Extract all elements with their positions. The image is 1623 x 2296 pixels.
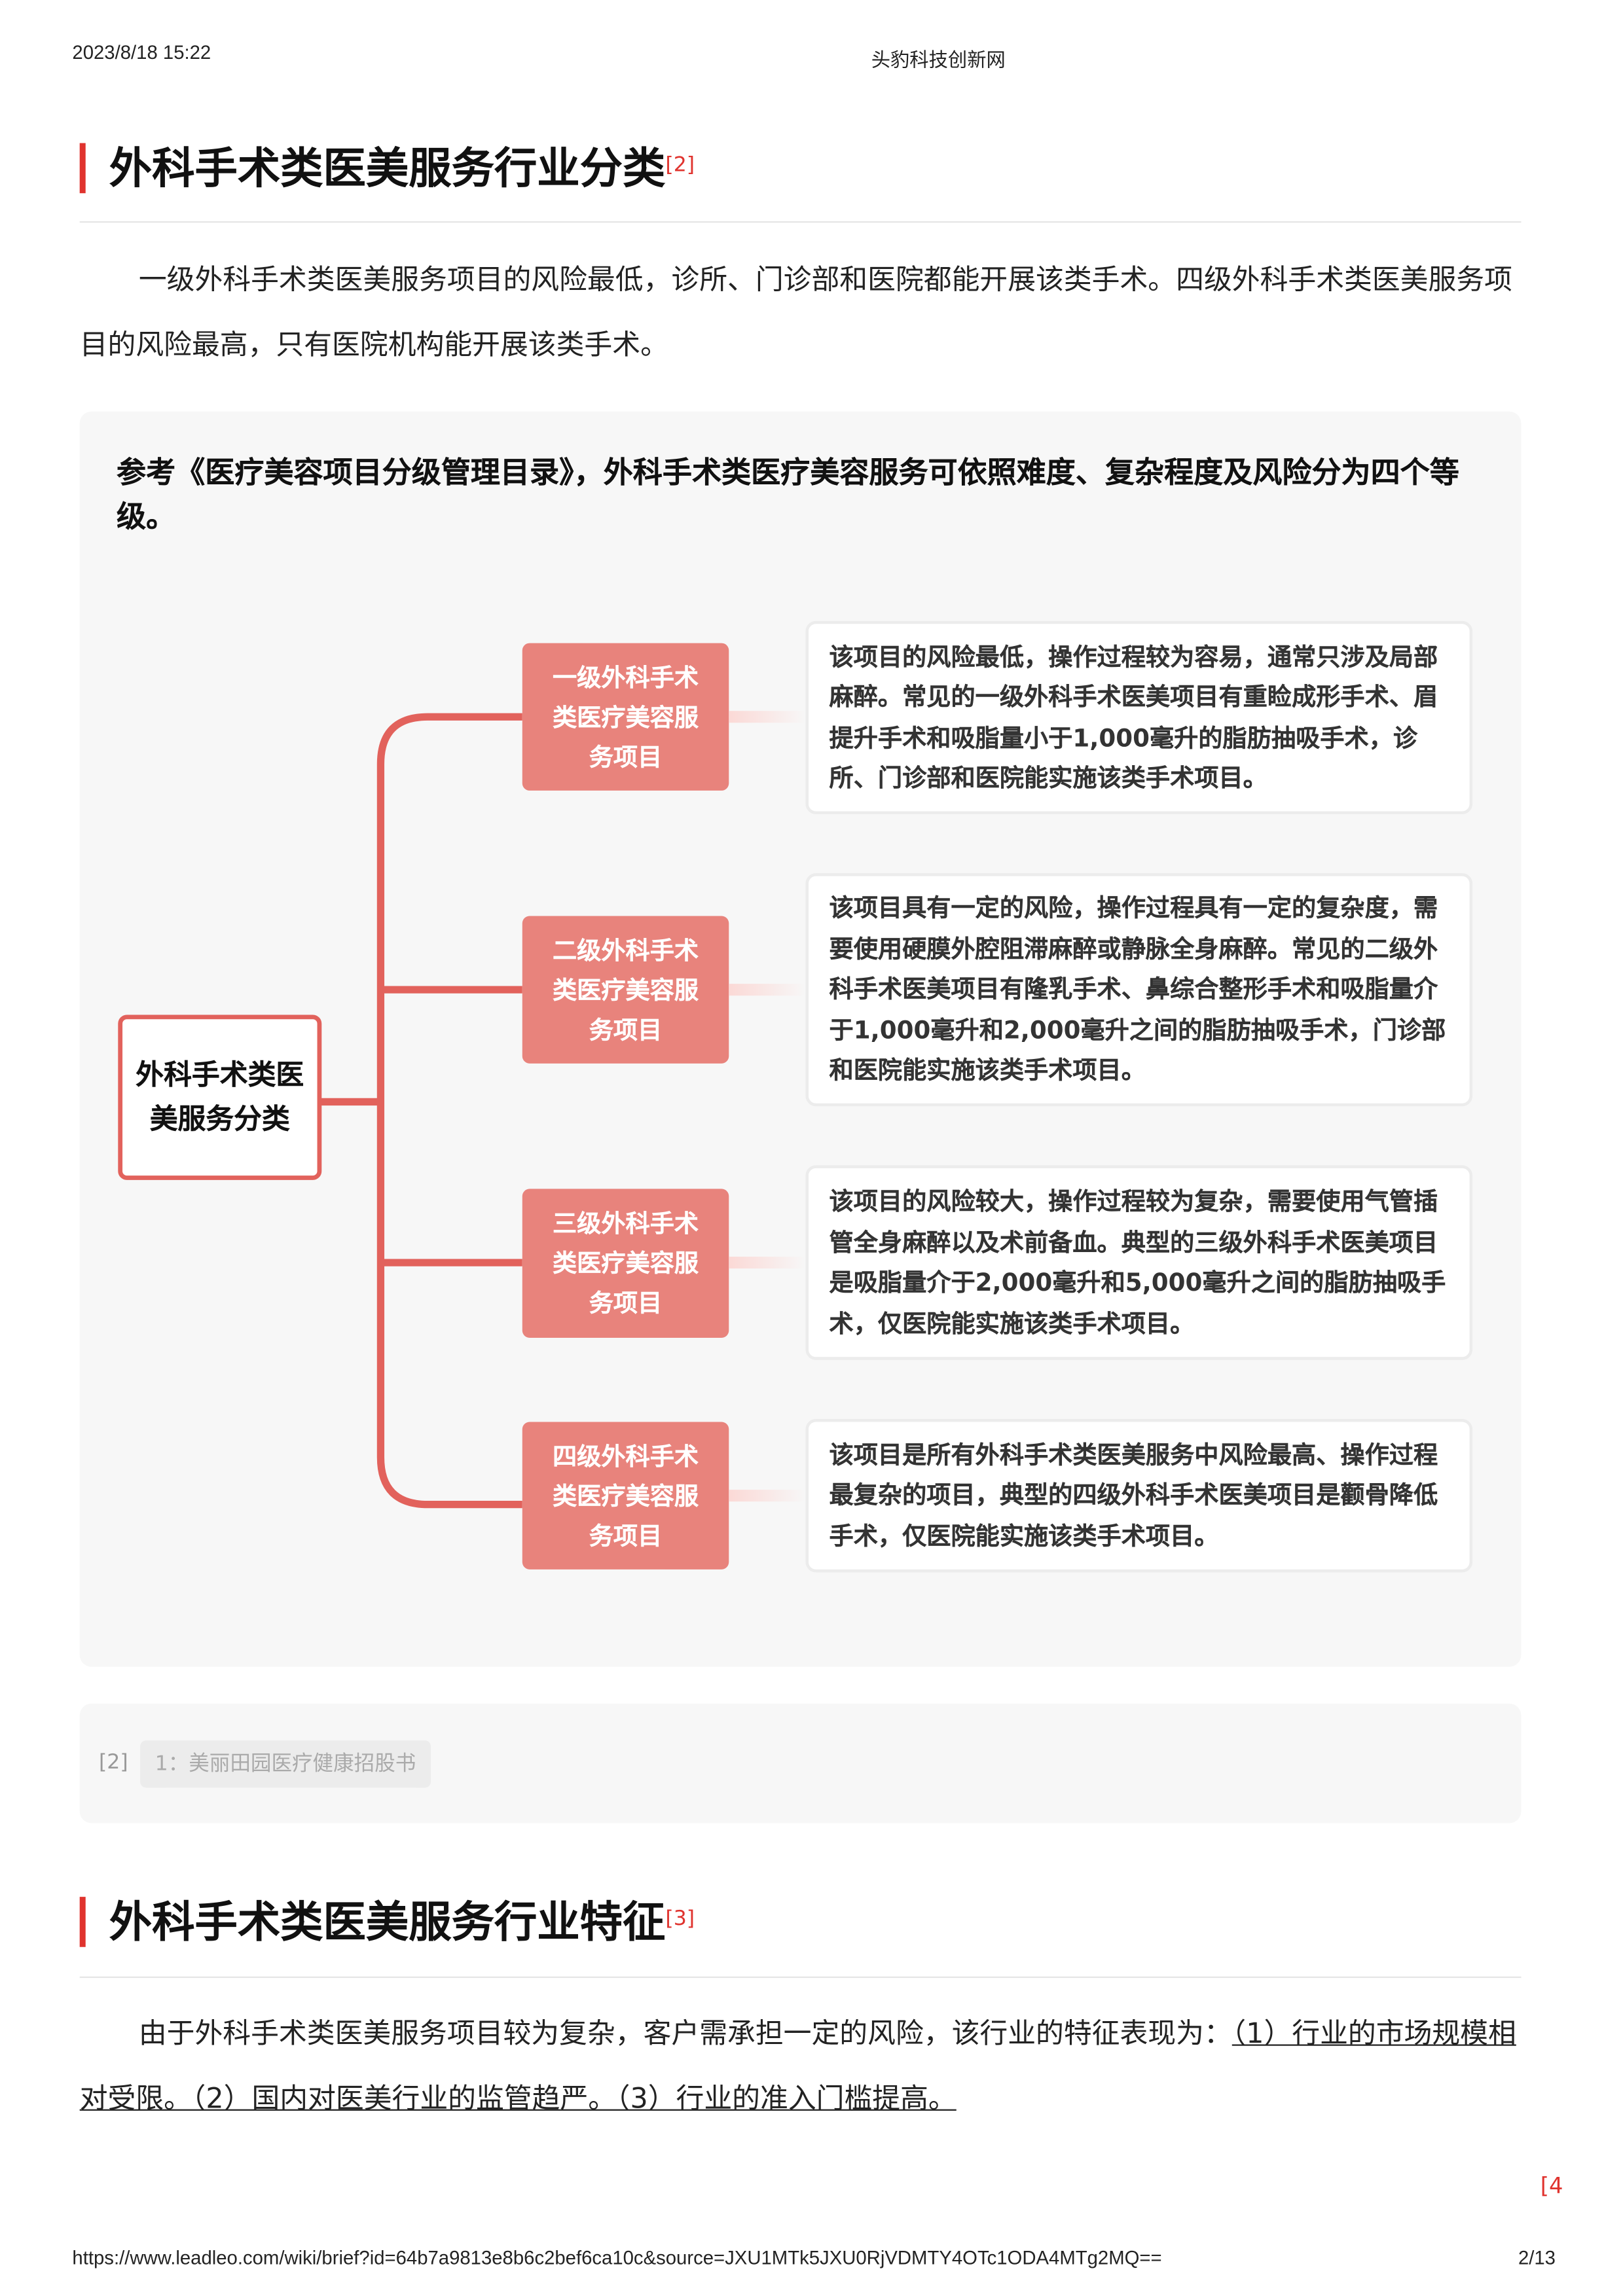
level-2-description: 该项目具有一定的风险，操作过程具有一定的复杂度，需要使用硬膜外腔阻滞麻醉或静脉全… (805, 873, 1473, 1107)
level-1-description: 该项目的风险最低，操作过程较为容易，通常只涉及局部麻醉。常见的一级外科手术医美项… (805, 620, 1473, 814)
node-fade-connector (729, 711, 806, 723)
level-3-description: 该项目的风险较大，操作过程较为复杂，需要使用气管插管全身麻醉以及术前备血。典型的… (805, 1165, 1473, 1360)
paragraph-text: 由于外科手术类医美服务项目较为复杂，客户需承担一定的风险，该行业的特征表现为： (138, 2017, 1232, 2051)
ref-link[interactable]: [2] (665, 153, 695, 177)
footnote-ref: [2] (98, 1751, 128, 1775)
print-datetime: 2023/8/18 15:22 (72, 41, 211, 63)
description-text: 该项目的风险最低，操作过程较为容易，通常只涉及局部麻醉。常见的一级外科手术医美项… (829, 642, 1438, 793)
characteristics-paragraph: 由于外科手术类医美服务项目较为复杂，客户需承担一定的风险，该行业的特征表现为：（… (80, 2001, 1522, 2131)
level-1-node: 一级外科手术类医疗美容服务项目 (522, 643, 729, 791)
description-text: 该项目具有一定的风险，操作过程具有一定的复杂度，需要使用硬膜外腔阻滞麻醉或静脉全… (829, 894, 1446, 1085)
underlined-characteristics: （1）行业的市场规模相对受限。（2）国内对医美行业的监管趋严。（3）行业的准入门… (79, 2017, 1516, 2115)
node-fade-connector (729, 984, 806, 996)
description-text: 该项目的风险较大，操作过程较为复杂，需要使用气管插管全身麻醉以及术前备血。典型的… (829, 1187, 1446, 1337)
section-title-text: 外科手术类医美服务行业特征 (109, 1897, 666, 1947)
page-number: 2/13 (1518, 2246, 1556, 2269)
next-ref-link[interactable]: [4 (1540, 2172, 1563, 2200)
level-3-node: 三级外科手术类医疗美容服务项目 (522, 1189, 729, 1338)
site-name: 头豹科技创新网 (871, 48, 1006, 71)
divider (79, 1976, 1522, 1979)
classification-paragraph: 一级外科手术类医美服务项目的风险最低，诊所、门诊部和医院都能开展该类手术。四级外… (79, 264, 1512, 362)
section-title-classification: 外科手术类医美服务行业分类[2] (79, 143, 695, 194)
node-fade-connector (729, 1257, 806, 1269)
connector-trunk (376, 713, 522, 1509)
ref-link[interactable]: [3] (665, 1907, 695, 1931)
section-title-text: 外科手术类医美服务行业分类 (109, 143, 666, 194)
level-4-description: 该项目是所有外科手术类医美服务中风险最高、操作过程最复杂的项目，典型的四级外科手… (805, 1418, 1473, 1573)
divider (79, 221, 1522, 223)
footnote-source-link[interactable]: 1：美丽田园医疗健康招股书 (140, 1740, 431, 1788)
description-text: 该项目是所有外科手术类医美服务中风险最高、操作过程最复杂的项目，典型的四级外科手… (829, 1441, 1438, 1550)
node-fade-connector (729, 1490, 806, 1502)
diagram-title: 参考《医疗美容项目分级管理目录》，外科手术类医疗美容服务可依照难度、复杂程度及风… (117, 454, 1459, 534)
footer-url: https://www.leadleo.com/wiki/brief?id=64… (72, 2246, 1162, 2269)
root-node: 外科手术类医美服务分类 (118, 1014, 322, 1180)
section-title-characteristics: 外科手术类医美服务行业特征[3] (79, 1897, 695, 1947)
level-2-node: 二级外科手术类医疗美容服务项目 (522, 916, 729, 1064)
level-4-node: 四级外科手术类医疗美容服务项目 (522, 1422, 729, 1570)
